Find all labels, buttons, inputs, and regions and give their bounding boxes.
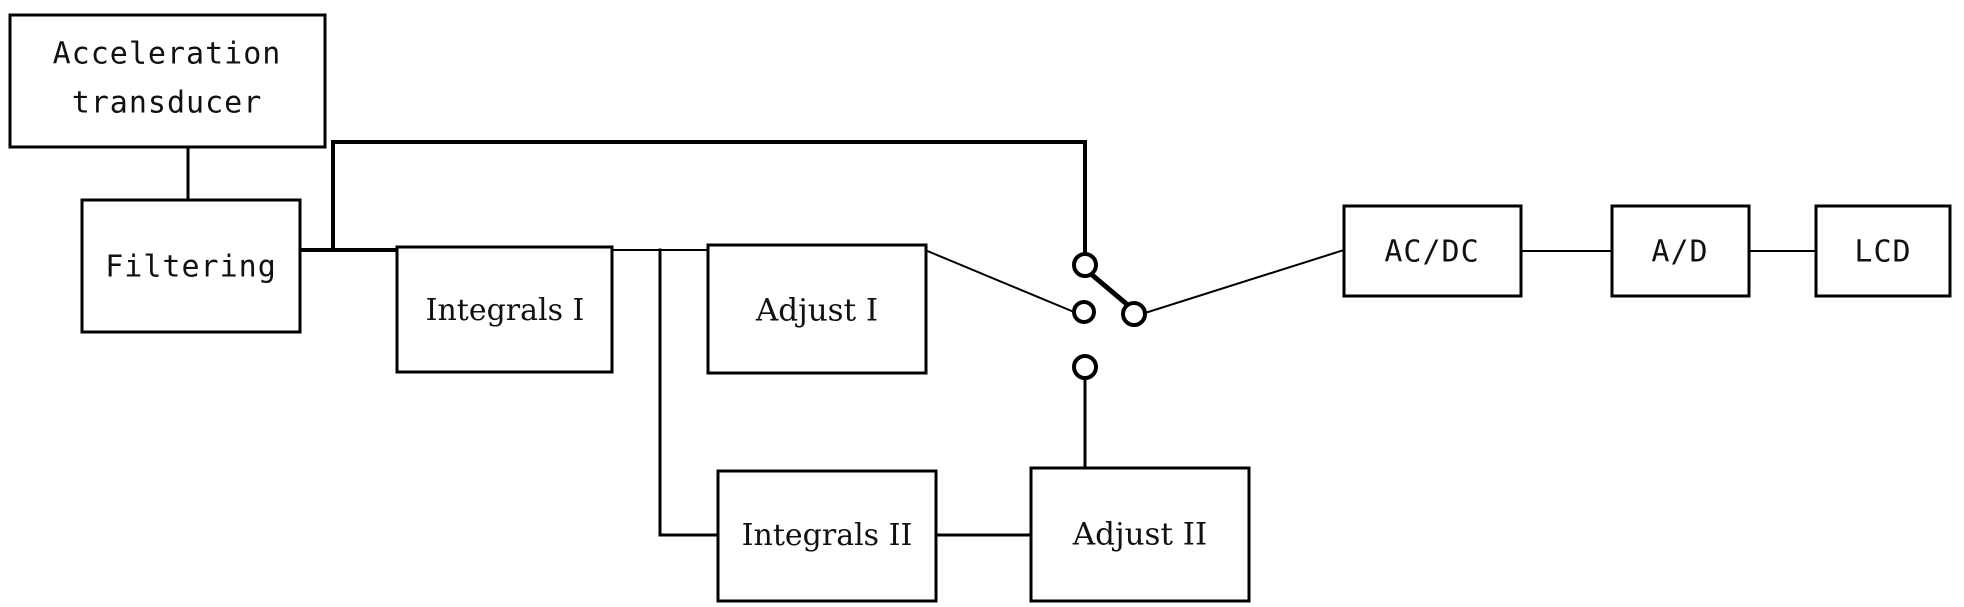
filtering-label: Filtering bbox=[105, 250, 277, 285]
block-lcd[interactable]: LCD bbox=[1814, 204, 1952, 298]
wire-switch-to-acdc bbox=[1143, 248, 1346, 315]
switch-node-middle-left-terminal[interactable] bbox=[1072, 300, 1096, 324]
switch-node-top-terminal[interactable] bbox=[1072, 252, 1098, 278]
block-adjust-2[interactable]: Adjust II bbox=[1029, 466, 1251, 603]
adjust-2-label: Adjust II bbox=[1072, 517, 1208, 553]
wire-adjust1-to-switch-middle-left bbox=[923, 248, 1076, 314]
integrals-2-label: Integrals II bbox=[742, 518, 913, 553]
ac-dc-label: AC/DC bbox=[1384, 235, 1479, 270]
acceleration-transducer-label-line2: transducer bbox=[72, 86, 263, 121]
a-d-box[interactable] bbox=[1610, 204, 1751, 298]
block-filtering[interactable]: Filtering bbox=[80, 198, 302, 334]
block-adjust-1[interactable]: Adjust I bbox=[706, 243, 928, 375]
a-d-label: A/D bbox=[1651, 235, 1708, 270]
lcd-label: LCD bbox=[1854, 235, 1911, 270]
integrals-2-box[interactable] bbox=[716, 469, 938, 603]
selector-switch[interactable] bbox=[1072, 252, 1147, 380]
integrals-1-box[interactable] bbox=[395, 245, 614, 374]
adjust-2-box[interactable] bbox=[1029, 466, 1251, 603]
switch-node-bottom-terminal[interactable] bbox=[1072, 354, 1098, 380]
adjust-1-box[interactable] bbox=[706, 243, 928, 375]
block-integrals-1[interactable]: Integrals I bbox=[395, 245, 614, 374]
block-acceleration-transducer[interactable]: Acceleration transducer bbox=[8, 13, 327, 149]
wire-filtering-branch-to-switch-top bbox=[331, 140, 1087, 257]
acceleration-transducer-box[interactable] bbox=[8, 13, 327, 149]
lcd-box[interactable] bbox=[1814, 204, 1952, 298]
acceleration-transducer-label-line1: Acceleration bbox=[53, 37, 282, 72]
block-a-d[interactable]: A/D bbox=[1610, 204, 1751, 298]
ac-dc-box[interactable] bbox=[1342, 204, 1523, 298]
block-ac-dc[interactable]: AC/DC bbox=[1342, 204, 1523, 298]
switch-node-middle-right-terminal[interactable] bbox=[1121, 301, 1147, 327]
block-integrals-2[interactable]: Integrals II bbox=[716, 469, 938, 603]
switch-arm[interactable] bbox=[1088, 271, 1132, 309]
filtering-box[interactable] bbox=[80, 198, 302, 334]
wire-integrals1-branch-to-integrals2 bbox=[658, 248, 720, 537]
adjust-1-label: Adjust I bbox=[755, 293, 878, 329]
integrals-1-label: Integrals I bbox=[426, 293, 585, 328]
